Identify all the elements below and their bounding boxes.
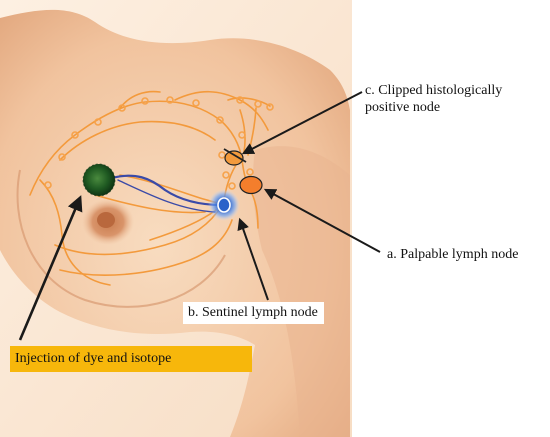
- dye-vessel-branch: [117, 179, 216, 213]
- arrows: [18, 91, 381, 341]
- tumor-texture: [82, 163, 116, 197]
- palpable-node-label: a. Palpable lymph node: [387, 247, 519, 262]
- clipped-node: [224, 150, 244, 166]
- clipped-node-label: c. Clipped histologically positive node: [365, 82, 502, 116]
- clipped-node-label-line1: c. Clipped histologically: [365, 83, 503, 98]
- small-lymph-nodes: [44, 96, 274, 190]
- arm-shading: [252, 146, 350, 437]
- arrow-clipped: [241, 91, 363, 155]
- arrow-palpable: [263, 188, 381, 253]
- background-right-panel: [352, 0, 550, 437]
- breast-contour: [16, 169, 226, 308]
- dye-vessel: [110, 174, 224, 207]
- nipple: [97, 212, 115, 228]
- arrow-injection: [18, 195, 83, 341]
- arrow-sentinel: [237, 217, 269, 301]
- clip-marker: [223, 148, 247, 163]
- tumor-injection-site: [83, 164, 115, 196]
- torso-silhouette: [0, 9, 350, 437]
- injection-label: Injection of dye and isotope: [10, 346, 252, 372]
- clipped-node-label-line2: positive node: [365, 100, 441, 115]
- sentinel-node-label: b. Sentinel lymph node: [183, 302, 324, 324]
- palpable-node: [239, 175, 263, 195]
- sentinel-node: [217, 197, 231, 213]
